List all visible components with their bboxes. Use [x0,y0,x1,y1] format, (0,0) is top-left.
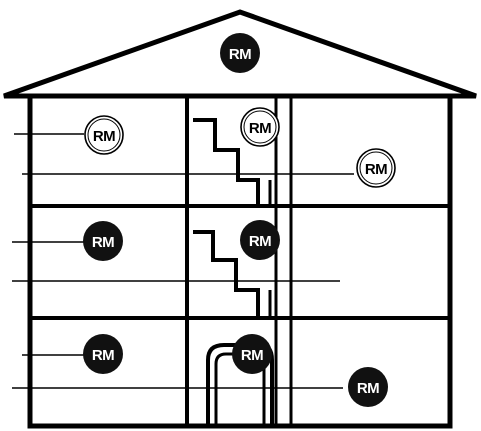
house-outline [27,93,453,429]
rm-marker-floor1-right: RM [356,148,396,188]
rm-label: RM [249,120,271,137]
rm-marker-floor1-left: RM [84,115,124,155]
rm-label: RM [229,46,251,63]
rm-label: RM [92,234,114,251]
rm-marker-floor3-stair: RM [232,334,272,374]
rm-label: RM [92,347,114,364]
rm-marker-floor2-left: RM [83,221,123,261]
rm-label: RM [357,380,379,397]
rm-label: RM [241,347,263,364]
stair-middle [193,230,260,318]
rm-label: RM [365,161,387,178]
rm-marker-attic: RM [220,33,260,73]
rm-marker-floor1-stair: RM [240,107,280,147]
rm-marker-floor3-left: RM [83,334,123,374]
rm-label: RM [249,233,271,250]
stair-upper [193,118,260,206]
rm-marker-floor2-stair: RM [240,220,280,260]
rm-label: RM [93,128,115,145]
rm-marker-floor3-right: RM [348,367,388,407]
